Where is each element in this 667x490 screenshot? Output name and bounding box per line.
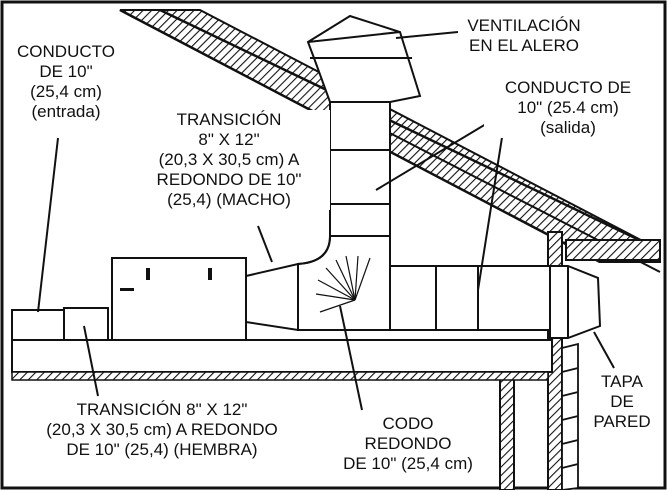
leader-transition-female	[83, 325, 99, 397]
leader-duct-inlet	[37, 137, 59, 313]
leader-wall-cap	[593, 331, 615, 369]
outlet-duct	[389, 265, 551, 331]
wall-cap-icon	[549, 265, 602, 339]
label-transition-male: TRANSICIÓN 8" X 12" (20,3 X 30,5 cm) A R…	[128, 110, 330, 210]
label-line: (20,3 X 30,5 cm) A REDONDO	[46, 420, 278, 439]
label-eave-vent: VENTILACIÓN EN EL ALERO	[458, 16, 590, 56]
eave-fascia	[565, 239, 661, 261]
label-line: DE	[610, 392, 634, 411]
label-line: VENTILACIÓN	[467, 16, 581, 35]
label-line: DE 10"	[39, 62, 93, 81]
label-line: 8" X 12"	[198, 130, 260, 149]
label-wall-cap: TAPA DE PARED	[588, 372, 656, 432]
label-line: CONDUCTO DE	[504, 78, 632, 97]
transition-male	[245, 262, 299, 332]
label-duct-outlet: CONDUCTO DE 10" (25.4 cm) (salida)	[484, 78, 652, 138]
label-duct-inlet: CONDUCTO DE 10" (25,4 cm) (entrada)	[8, 42, 124, 122]
roof-vent-icon	[306, 14, 422, 103]
label-line: (salida)	[540, 118, 596, 137]
label-line: PARED	[593, 412, 651, 431]
label-line: (20,3 X 30,5 cm) A	[158, 150, 300, 169]
leader-eave-vent	[395, 31, 459, 39]
label-line: DE 10" (25,4) (HEMBRA)	[66, 440, 258, 459]
label-line: 10" (25.4 cm)	[517, 98, 619, 117]
label-line: TAPA	[601, 372, 643, 391]
fan-box	[111, 257, 247, 341]
leader-duct-outlet-b	[477, 111, 507, 291]
label-line: REDONDO	[364, 434, 452, 453]
inlet-duct	[11, 307, 109, 341]
leader-transition-male	[257, 225, 273, 263]
label-line: TRANSICIÓN 8" X 12"	[76, 400, 248, 419]
label-line: DE 10" (25,4 cm)	[343, 454, 473, 473]
label-line: CODO	[382, 414, 434, 433]
leader-round-elbow	[339, 305, 363, 411]
label-line: (25,4) (MACHO)	[167, 190, 291, 209]
label-line: TRANSICIÓN	[176, 110, 282, 129]
label-line: (entrada)	[31, 102, 101, 121]
label-transition-female: TRANSICIÓN 8" X 12" (20,3 X 30,5 cm) A R…	[4, 400, 320, 460]
label-line: (25,4 cm)	[30, 82, 102, 101]
label-line: EN EL ALERO	[469, 36, 579, 55]
label-line: CONDUCTO	[17, 42, 115, 61]
ceiling-joist	[11, 339, 553, 381]
label-line: REDONDO DE 10"	[156, 170, 302, 189]
label-round-elbow: CODO REDONDO DE 10" (25,4 cm)	[320, 414, 496, 474]
